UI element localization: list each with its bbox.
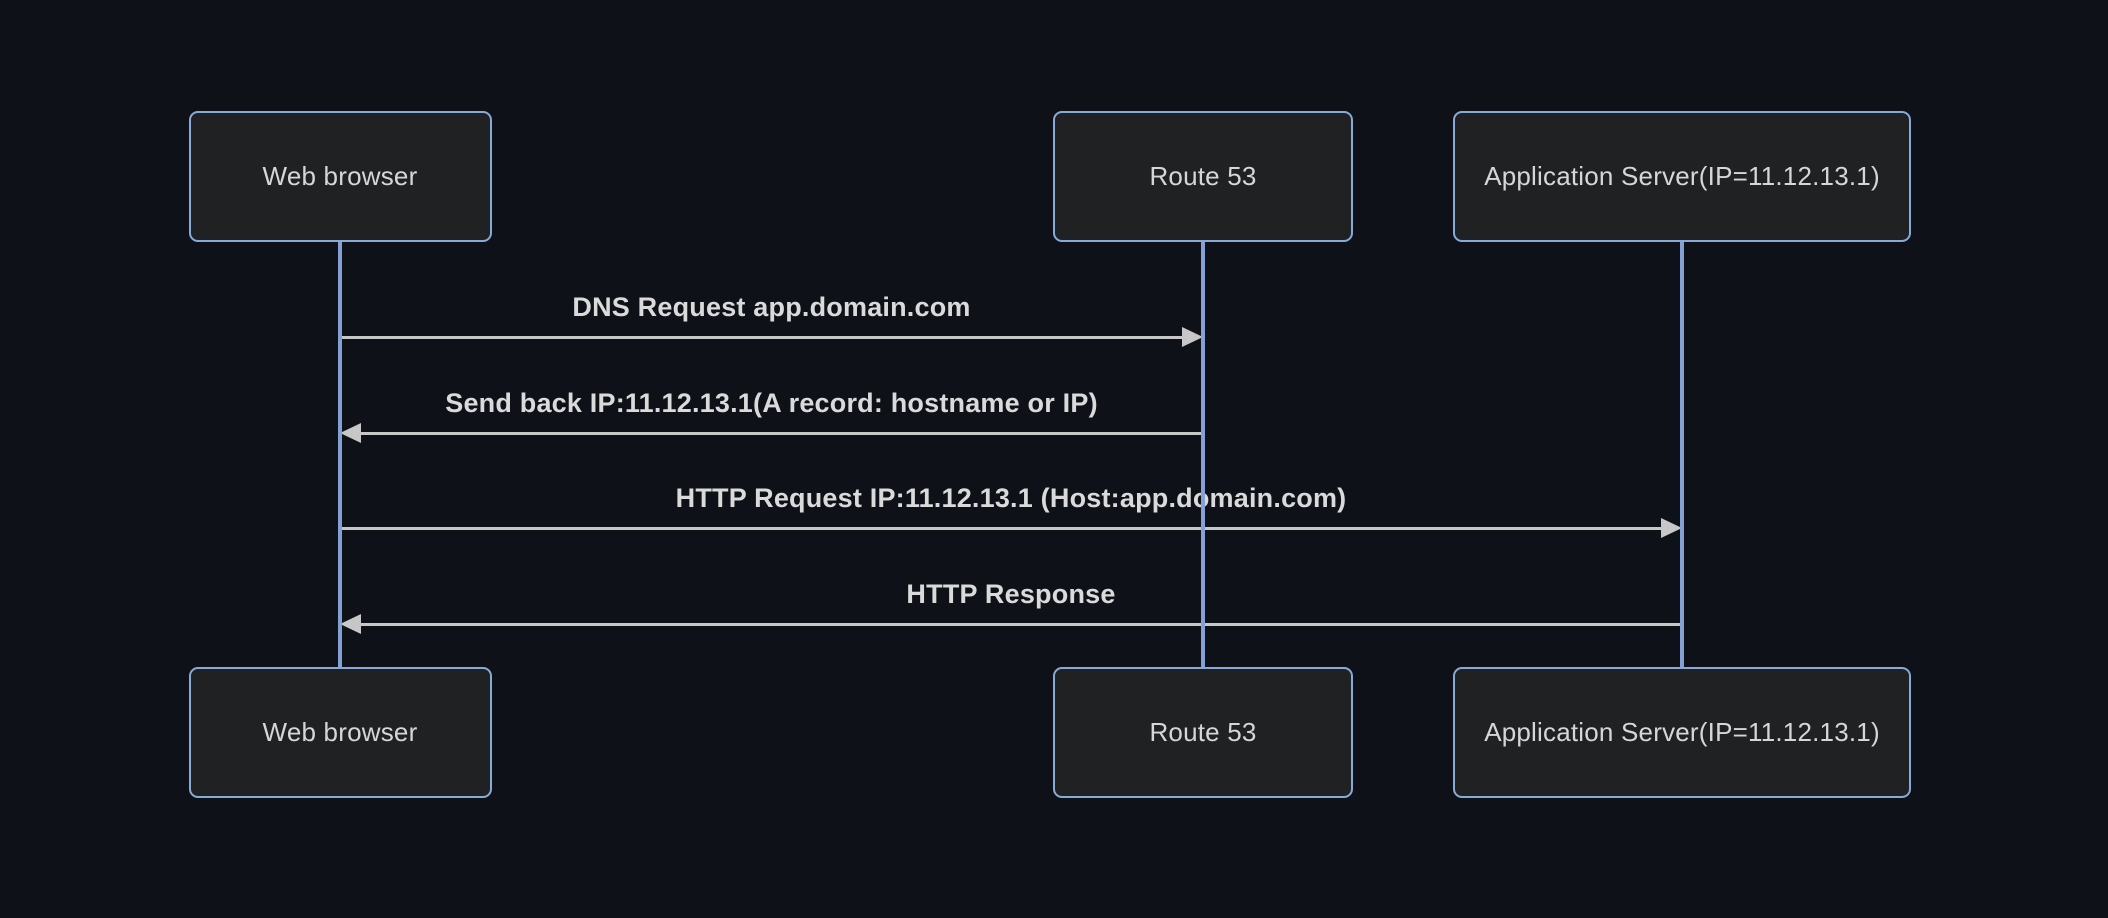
message-line-3	[340, 526, 1665, 530]
actor-box-web-browser-bottom: Web browser	[188, 667, 492, 798]
lifeline-web-browser	[338, 240, 342, 669]
actor-box-application-server-bottom: Application Server(IP=11.12.13.1)	[1453, 667, 1911, 798]
message-arrowhead-4	[340, 614, 361, 634]
message-line-4	[357, 622, 1682, 626]
actor-label-application-server: Application Server(IP=11.12.13.1)	[1484, 717, 1880, 747]
message-arrowhead-3	[1661, 518, 1682, 538]
message-label-4: HTTP Response	[906, 579, 1116, 609]
message-arrowhead-1	[1182, 327, 1203, 347]
actor-label-web-browser: Web browser	[262, 717, 418, 747]
message-line-1	[340, 335, 1186, 339]
actor-label-application-server: Application Server(IP=11.12.13.1)	[1484, 161, 1880, 191]
actor-label-route-53: Route 53	[1149, 717, 1257, 747]
actor-box-web-browser-top: Web browser	[188, 111, 492, 242]
actor-box-route-53-bottom: Route 53	[1053, 667, 1353, 798]
message-label-2: Send back IP:11.12.13.1(A record: hostna…	[445, 388, 1098, 418]
actor-box-application-server-top: Application Server(IP=11.12.13.1)	[1453, 111, 1911, 242]
actor-label-route-53: Route 53	[1149, 161, 1257, 191]
message-arrowhead-2	[340, 423, 361, 443]
lifeline-route-53	[1201, 240, 1205, 669]
message-label-3: HTTP Request IP:11.12.13.1 (Host:app.dom…	[675, 483, 1347, 513]
actor-label-web-browser: Web browser	[262, 161, 418, 191]
message-line-2	[357, 431, 1203, 435]
message-label-1: DNS Request app.domain.com	[572, 292, 971, 322]
actor-box-route-53-top: Route 53	[1053, 111, 1353, 242]
lifeline-application-server	[1680, 240, 1684, 669]
